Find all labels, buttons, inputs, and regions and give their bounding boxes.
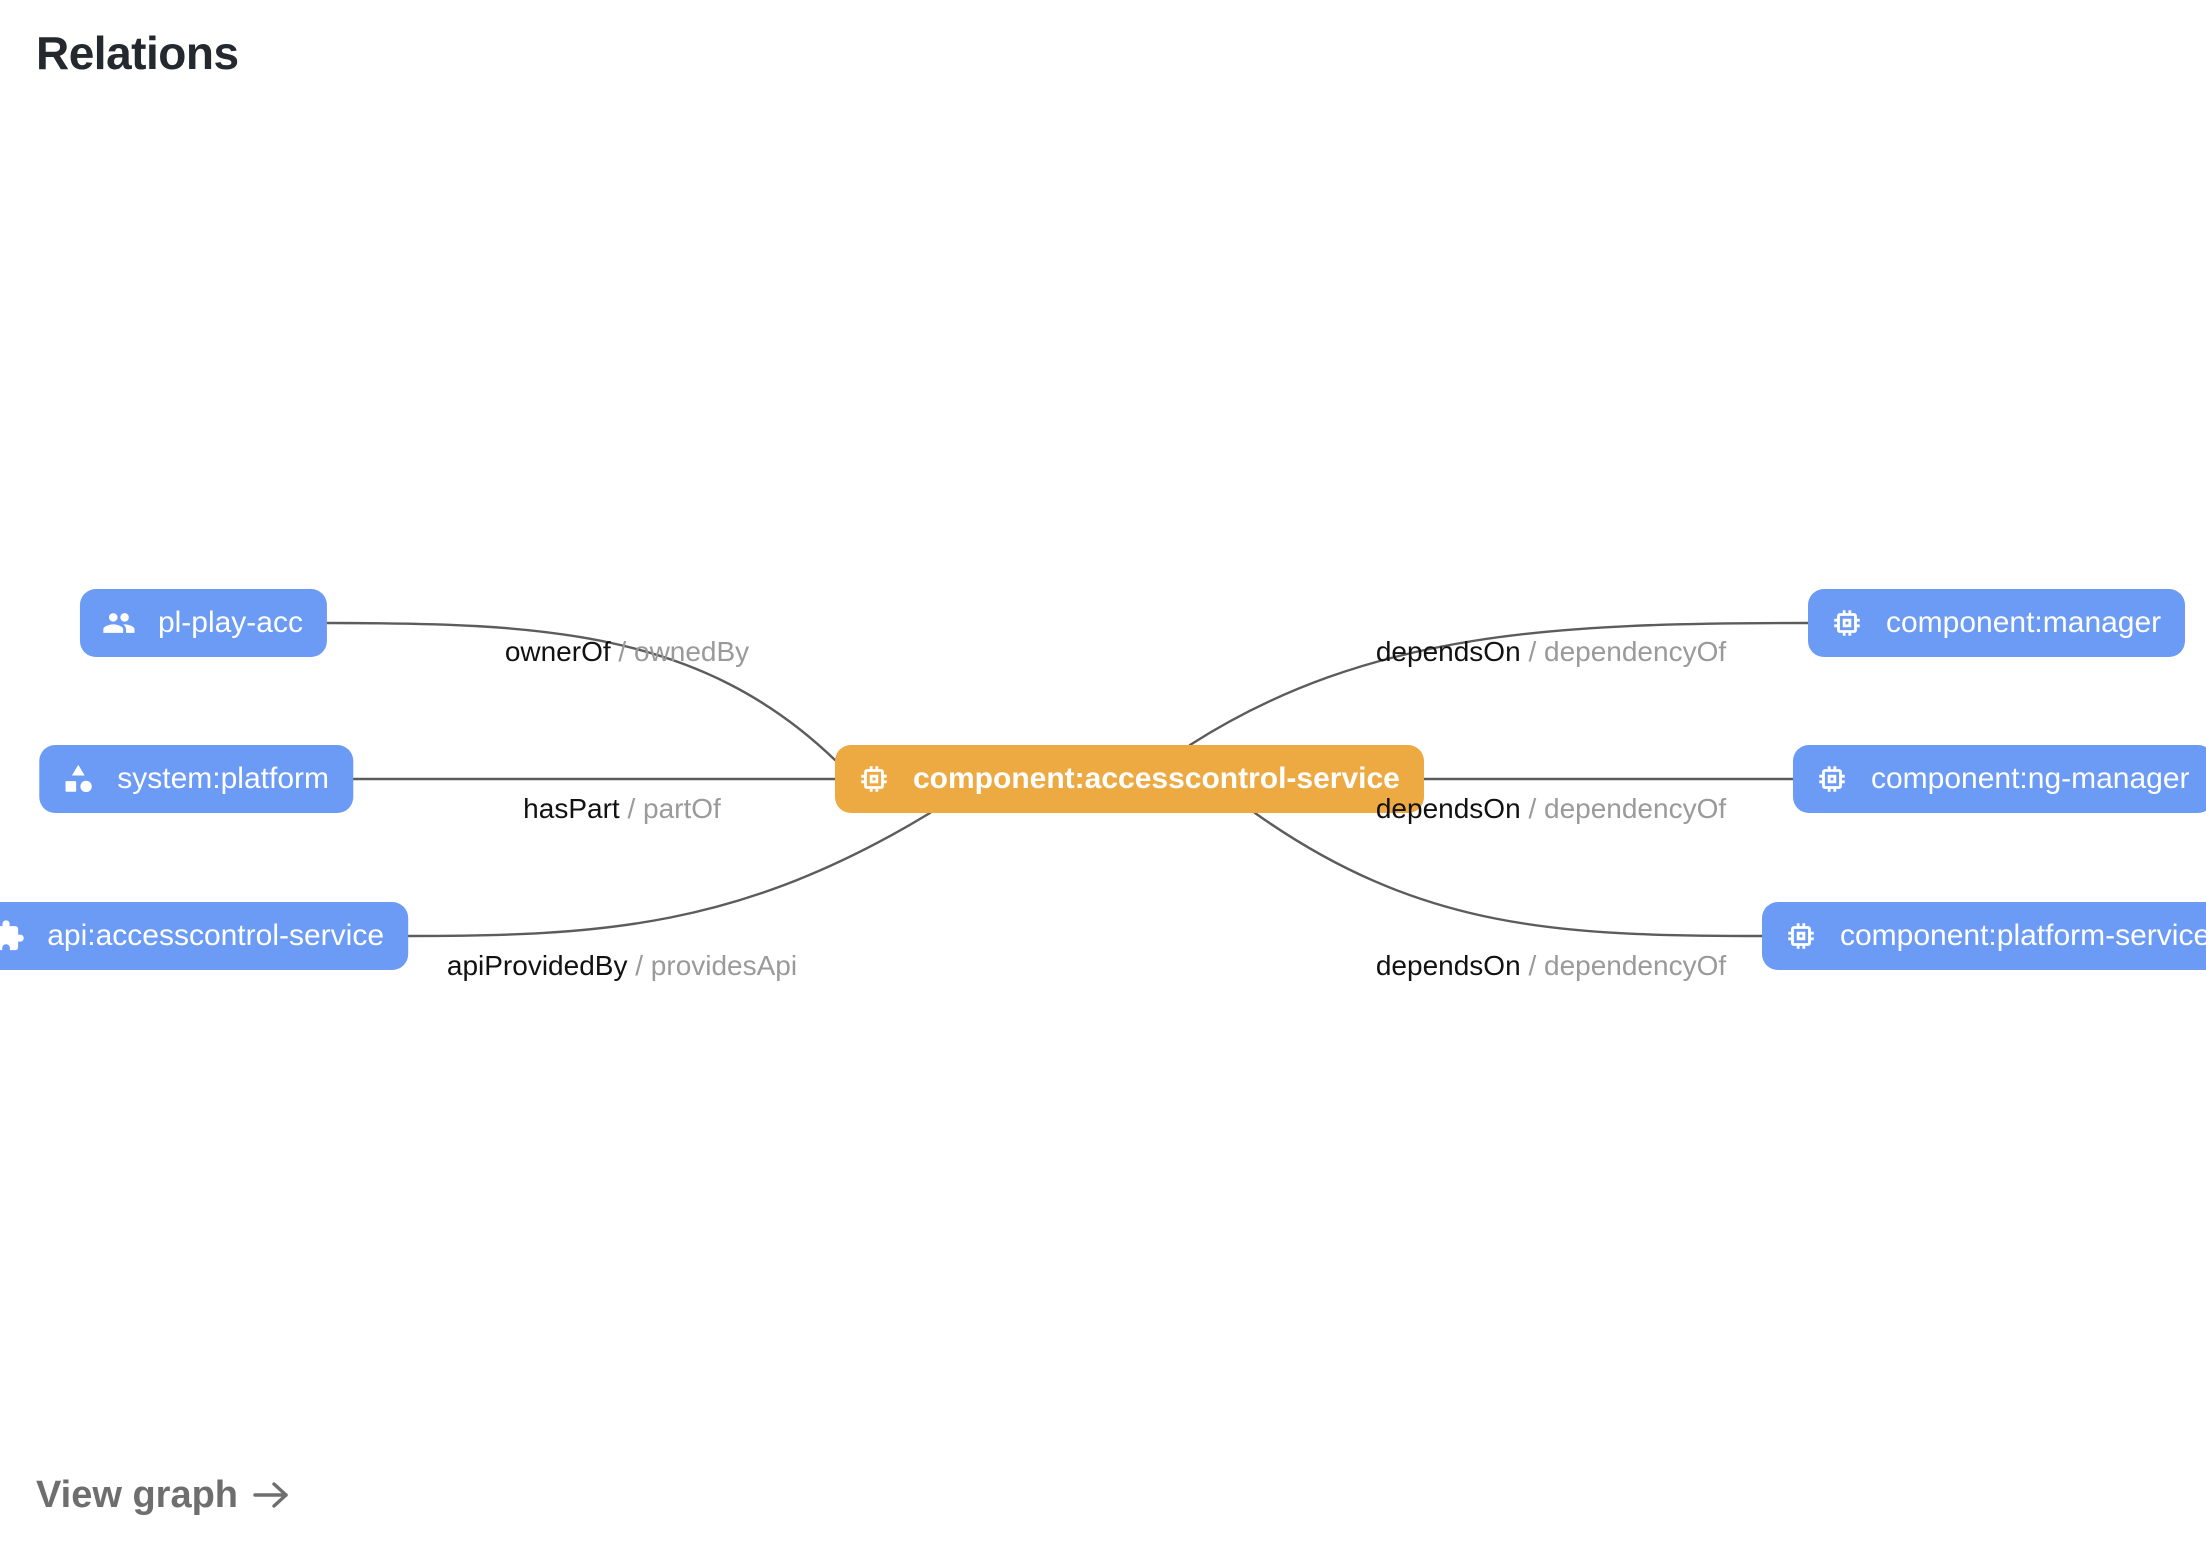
node-label: component:ng-manager: [1871, 762, 2190, 795]
graph-node-system-platform[interactable]: system:platform: [39, 745, 353, 813]
relation-name: dependsOn: [1375, 950, 1529, 981]
view-graph-link[interactable]: View graph: [36, 1476, 292, 1514]
node-label: component:platform-service: [1840, 919, 2206, 952]
relation-name: ownerOf: [504, 636, 619, 667]
view-graph-label: View graph: [36, 1474, 239, 1516]
edge-label-haspart: hasPart / partOf: [523, 795, 721, 823]
graph-node-component-ng-manager[interactable]: component:ng-manager: [1793, 745, 2206, 813]
arrow-right-icon: [252, 1478, 292, 1512]
relation-separator: /: [618, 636, 634, 667]
edge-label-dependson-ng-manager: dependsOn / dependencyOf: [1376, 795, 1726, 823]
node-label: api:accesscontrol-service: [47, 919, 384, 952]
memory-chip-icon: [1784, 919, 1818, 953]
graph-node-api-accesscontrol-service[interactable]: api:accesscontrol-service: [0, 902, 408, 970]
edge-apiprovidedby: [406, 811, 932, 938]
relation-name: dependsOn: [1375, 636, 1529, 667]
relation-separator: /: [1528, 793, 1544, 824]
category-shapes-icon: [61, 762, 95, 796]
relation-separator: /: [1528, 950, 1544, 981]
node-label: pl-play-acc: [157, 606, 303, 639]
relation-name: hasPart: [523, 793, 628, 824]
edge-dependson-platform-service: [1253, 811, 1764, 938]
page-title: Relations: [36, 27, 239, 79]
graph-node-component-platform-service[interactable]: component:platform-service: [1762, 902, 2206, 970]
node-label: system:platform: [117, 762, 329, 795]
relation-name: dependsOn: [1375, 793, 1529, 824]
relation-separator: /: [635, 950, 651, 981]
memory-chip-icon: [1830, 606, 1864, 640]
graph-node-component-accesscontrol-service[interactable]: component:accesscontrol-service: [835, 745, 1424, 813]
edge-label-dependson-platform-service: dependsOn / dependencyOf: [1376, 952, 1726, 980]
relation-name: apiProvidedBy: [446, 950, 636, 981]
relation-inverse-name: dependencyOf: [1544, 950, 1727, 981]
group-people-icon: [102, 606, 136, 640]
edge-label-ownerof: ownerOf / ownedBy: [505, 638, 749, 666]
relation-inverse-name: dependencyOf: [1544, 636, 1727, 667]
edge-label-apiprovidedby: apiProvidedBy / providesApi: [447, 952, 797, 980]
node-label: component:manager: [1886, 606, 2162, 639]
relation-inverse-name: ownedBy: [633, 636, 750, 667]
puzzle-piece-icon: [0, 919, 25, 953]
node-label: component:accesscontrol-service: [913, 762, 1400, 795]
relation-inverse-name: providesApi: [650, 950, 798, 981]
memory-chip-icon: [857, 762, 891, 796]
relation-separator: /: [1528, 636, 1544, 667]
graph-node-component-manager[interactable]: component:manager: [1808, 589, 2186, 657]
edge-label-dependson-manager: dependsOn / dependencyOf: [1376, 638, 1726, 666]
relation-inverse-name: partOf: [643, 793, 721, 824]
memory-chip-icon: [1815, 762, 1849, 796]
graph-node-pl-play-acc[interactable]: pl-play-acc: [79, 589, 327, 657]
relation-inverse-name: dependencyOf: [1544, 793, 1727, 824]
relation-separator: /: [627, 793, 644, 824]
